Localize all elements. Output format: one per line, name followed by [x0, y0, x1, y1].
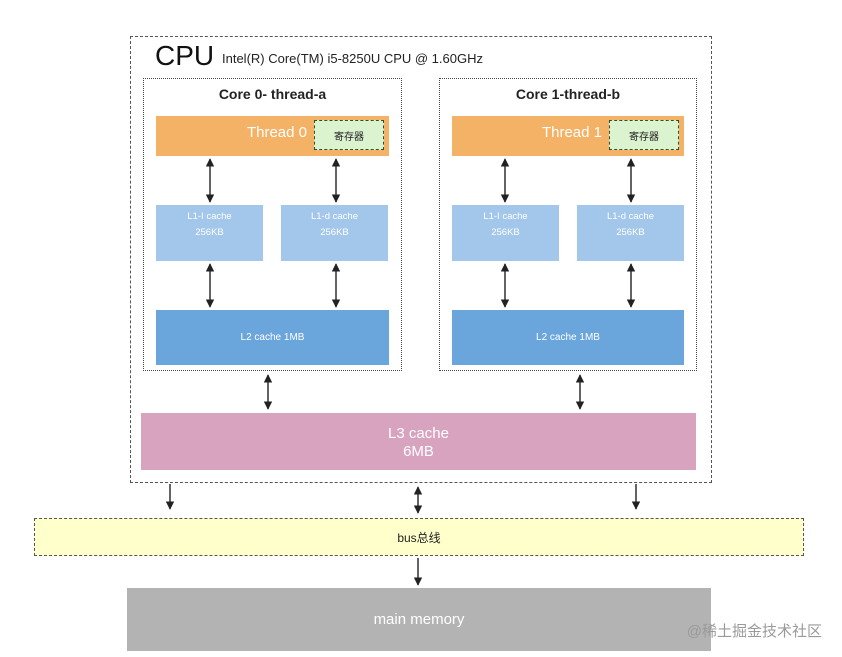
- core-0-register: 寄存器: [314, 120, 384, 150]
- core-1-l1i-size: 256KB: [491, 227, 520, 238]
- core-0-l1i-size: 256KB: [195, 227, 224, 238]
- core-1-l2-cache: L2 cache 1MB: [452, 310, 684, 365]
- l3-cache-size: 6MB: [403, 443, 434, 460]
- core-1-l1i-name: L1-I cache: [483, 211, 528, 222]
- core-0-thread-label: Thread 0: [246, 124, 307, 141]
- main-memory: main memory: [127, 588, 711, 651]
- core-1-box: [439, 78, 697, 371]
- core-1-register: 寄存器: [609, 120, 679, 150]
- core-1-l1i-cache: L1-I cache 256KB: [452, 205, 559, 261]
- l3-cache: L3 cache 6MB: [141, 413, 696, 470]
- l3-cache-name: L3 cache: [388, 425, 449, 442]
- core-1-thread: Thread 1 寄存器: [452, 116, 684, 156]
- core-1-thread-label: Thread 1: [541, 124, 602, 141]
- core-0-l1d-name: L1-d cache: [310, 211, 358, 222]
- core-0-title: Core 0- thread-a: [218, 86, 327, 102]
- core-1-l1d-size: 256KB: [616, 227, 645, 238]
- core-0-l2-cache: L2 cache 1MB: [156, 310, 389, 365]
- cpu-label: CPU: [155, 40, 215, 71]
- core-1-l1d-cache: L1-d cache 256KB: [577, 205, 684, 261]
- core-0-l1i-cache: L1-I cache 256KB: [156, 205, 263, 261]
- cpu-box: [130, 36, 712, 483]
- system-bus: bus总线: [34, 518, 804, 556]
- core-1-l1d-name: L1-d cache: [606, 211, 654, 222]
- core-0-thread: Thread 0 寄存器: [156, 116, 389, 156]
- core-1-title: Core 1-thread-b: [515, 86, 621, 102]
- core-0-l1d-size: 256KB: [320, 227, 349, 238]
- core-0-l1d-cache: L1-d cache 256KB: [281, 205, 388, 261]
- core-0-box: [143, 78, 402, 371]
- cpu-model: Intel(R) Core(TM) i5-8250U CPU @ 1.60GHz: [222, 51, 483, 66]
- core-0-l1i-name: L1-I cache: [187, 211, 232, 222]
- watermark: @稀土掘金技术社区: [686, 623, 822, 640]
